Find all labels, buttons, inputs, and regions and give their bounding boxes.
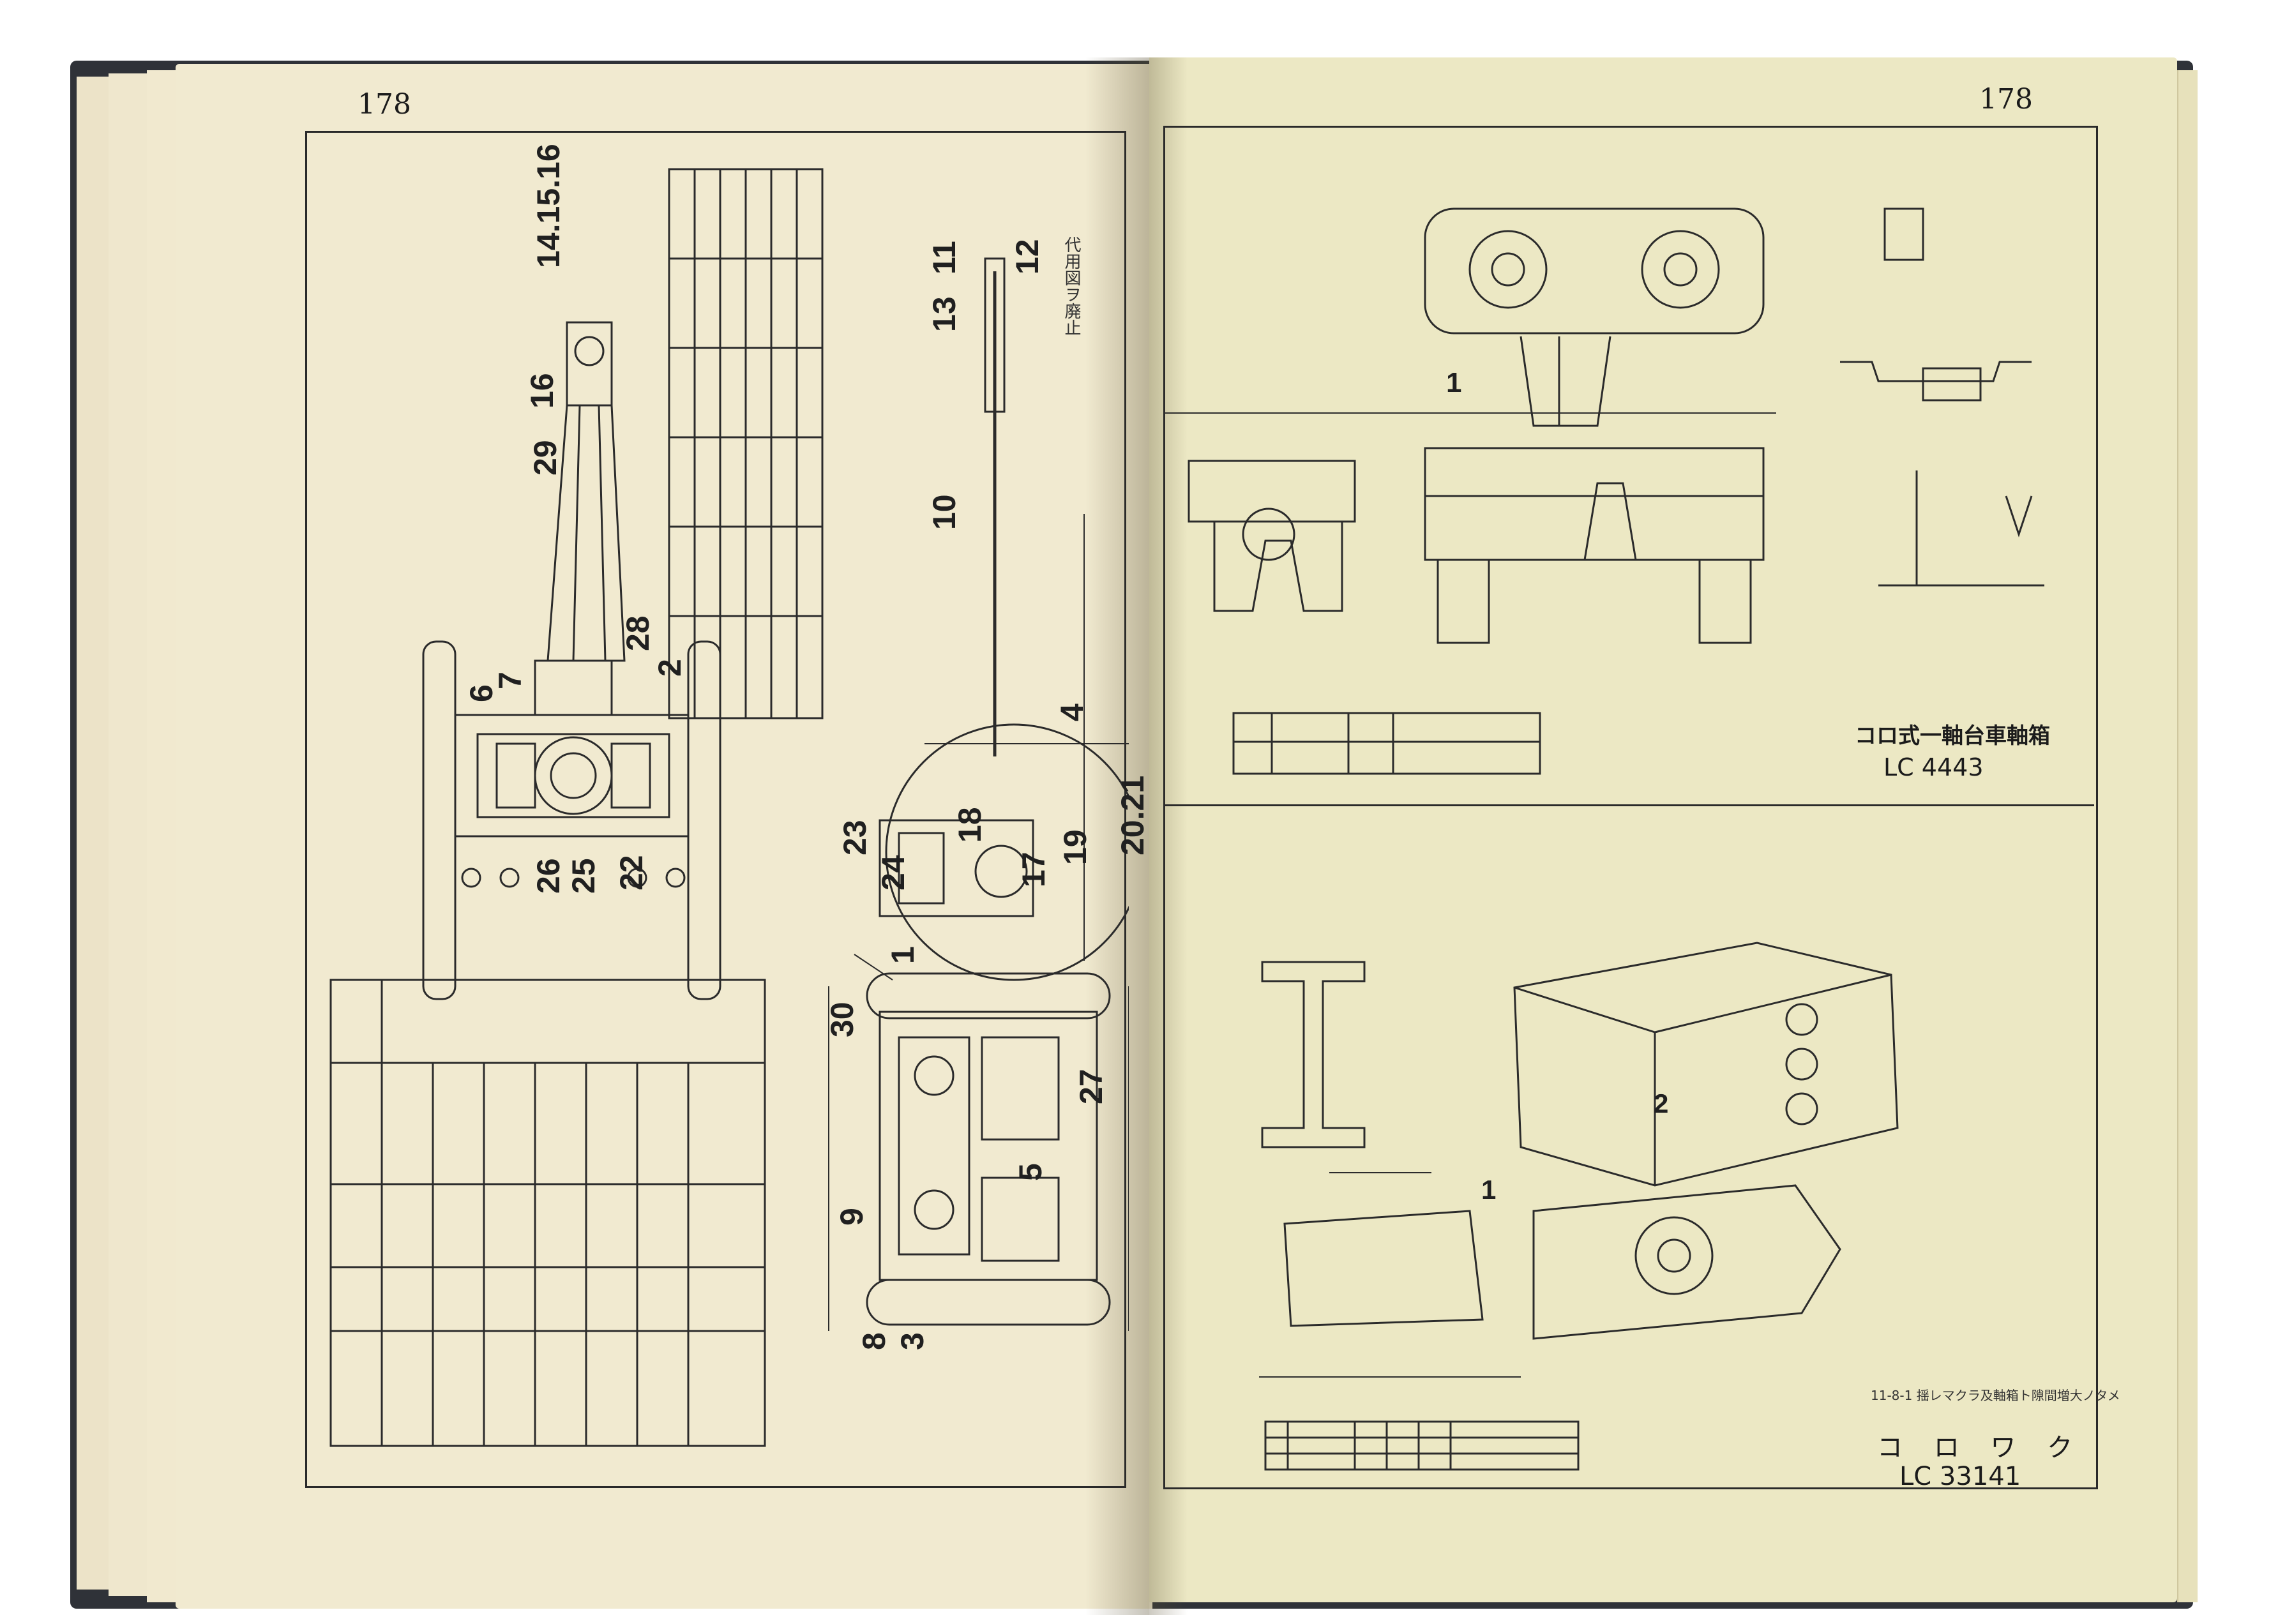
wheel-bottom: [866, 1279, 1111, 1326]
upper-drawing-number: LC 4443: [1883, 753, 1984, 781]
callout-26: 26: [531, 858, 566, 894]
callout-2: 2: [652, 659, 688, 677]
callout-3: 3: [894, 1332, 930, 1350]
arm-head-bore: [574, 336, 605, 366]
lower-title-table: [1264, 1420, 1580, 1471]
left-revision-note: 代用図ヲ廃止: [1062, 236, 1081, 336]
lower-callout-1: 1: [1481, 1175, 1497, 1205]
axlebox-bore: [534, 736, 613, 815]
bracket: [534, 659, 613, 716]
callout-6: 6: [464, 684, 499, 702]
callout-17: 17: [1016, 852, 1052, 887]
callout-28: 28: [620, 615, 656, 651]
callout-14-15-16: 14.15.16: [531, 144, 566, 268]
axlebox-elevation: [1424, 447, 1765, 561]
callout-13: 13: [926, 296, 962, 332]
callout-25: 25: [566, 858, 601, 894]
lower-drawing-number: LC 33141: [1899, 1462, 2021, 1491]
callout-9: 9: [834, 1208, 870, 1226]
callout-29: 29: [527, 440, 563, 476]
callout-24: 24: [875, 855, 911, 891]
upper-drawing-title: コロ式一軸台車軸箱: [1855, 723, 2050, 749]
left-technical-drawing: [329, 168, 1129, 1447]
callout-10: 10: [926, 494, 962, 530]
parts-table-lower: [329, 979, 766, 1447]
callout-18: 18: [952, 807, 988, 843]
wheel-right: [687, 640, 721, 1000]
callout-11: 11: [926, 241, 962, 274]
lower-drawing-title: コ ロ ワ ク: [1877, 1433, 2085, 1462]
callout-5: 5: [1013, 1163, 1048, 1181]
callout-12: 12: [1009, 239, 1045, 274]
left-drawing-frame: [305, 131, 1126, 1488]
upper-callout-1: 1: [1446, 367, 1462, 398]
right-drawing-frame: [1163, 126, 2098, 1489]
callout-22: 22: [614, 855, 649, 891]
arm-body: [547, 404, 626, 662]
right-drawing-divider: [1163, 804, 2094, 806]
axlebox-side-left: [1188, 460, 1356, 523]
axlebox-plan: [1424, 207, 1765, 335]
wheel-left: [422, 640, 456, 1000]
roller-frame-plan: [1283, 1210, 1484, 1327]
callout-16: 16: [524, 373, 560, 409]
lower-callout-2: 2: [1654, 1088, 1669, 1118]
callout-8: 8: [856, 1332, 892, 1350]
callout-27: 27: [1073, 1069, 1109, 1104]
left-page-number: 178: [358, 88, 411, 121]
callout-20-21: 20.21: [1115, 775, 1151, 855]
right-page: [1149, 57, 2177, 1602]
frame-side: [879, 1011, 1098, 1281]
upper-title-table: [1232, 712, 1541, 775]
i-beam-section: [1261, 961, 1366, 1148]
callout-4: 4: [1054, 703, 1090, 721]
right-technical-drawing: [1163, 207, 2044, 1471]
wheel-disk: [885, 723, 1129, 981]
gutter-shadow-right: [1149, 57, 1188, 1615]
lower-revision-note: 11-8-1 揺レマクラ及軸箱ト隙間増大ノタメ: [1871, 1388, 2120, 1403]
callout-19: 19: [1057, 829, 1093, 865]
page-stack-edge-right: [2177, 70, 2198, 1602]
roller-frame-iso: [1513, 942, 1899, 1187]
callout-1: 1: [885, 946, 921, 964]
callout-23: 23: [837, 820, 873, 855]
gutter-shadow: [1085, 57, 1149, 1615]
wheel-top: [866, 972, 1111, 1019]
callout-30: 30: [824, 1002, 860, 1037]
arm-head: [566, 321, 613, 407]
right-page-number: 178: [1979, 83, 2033, 116]
